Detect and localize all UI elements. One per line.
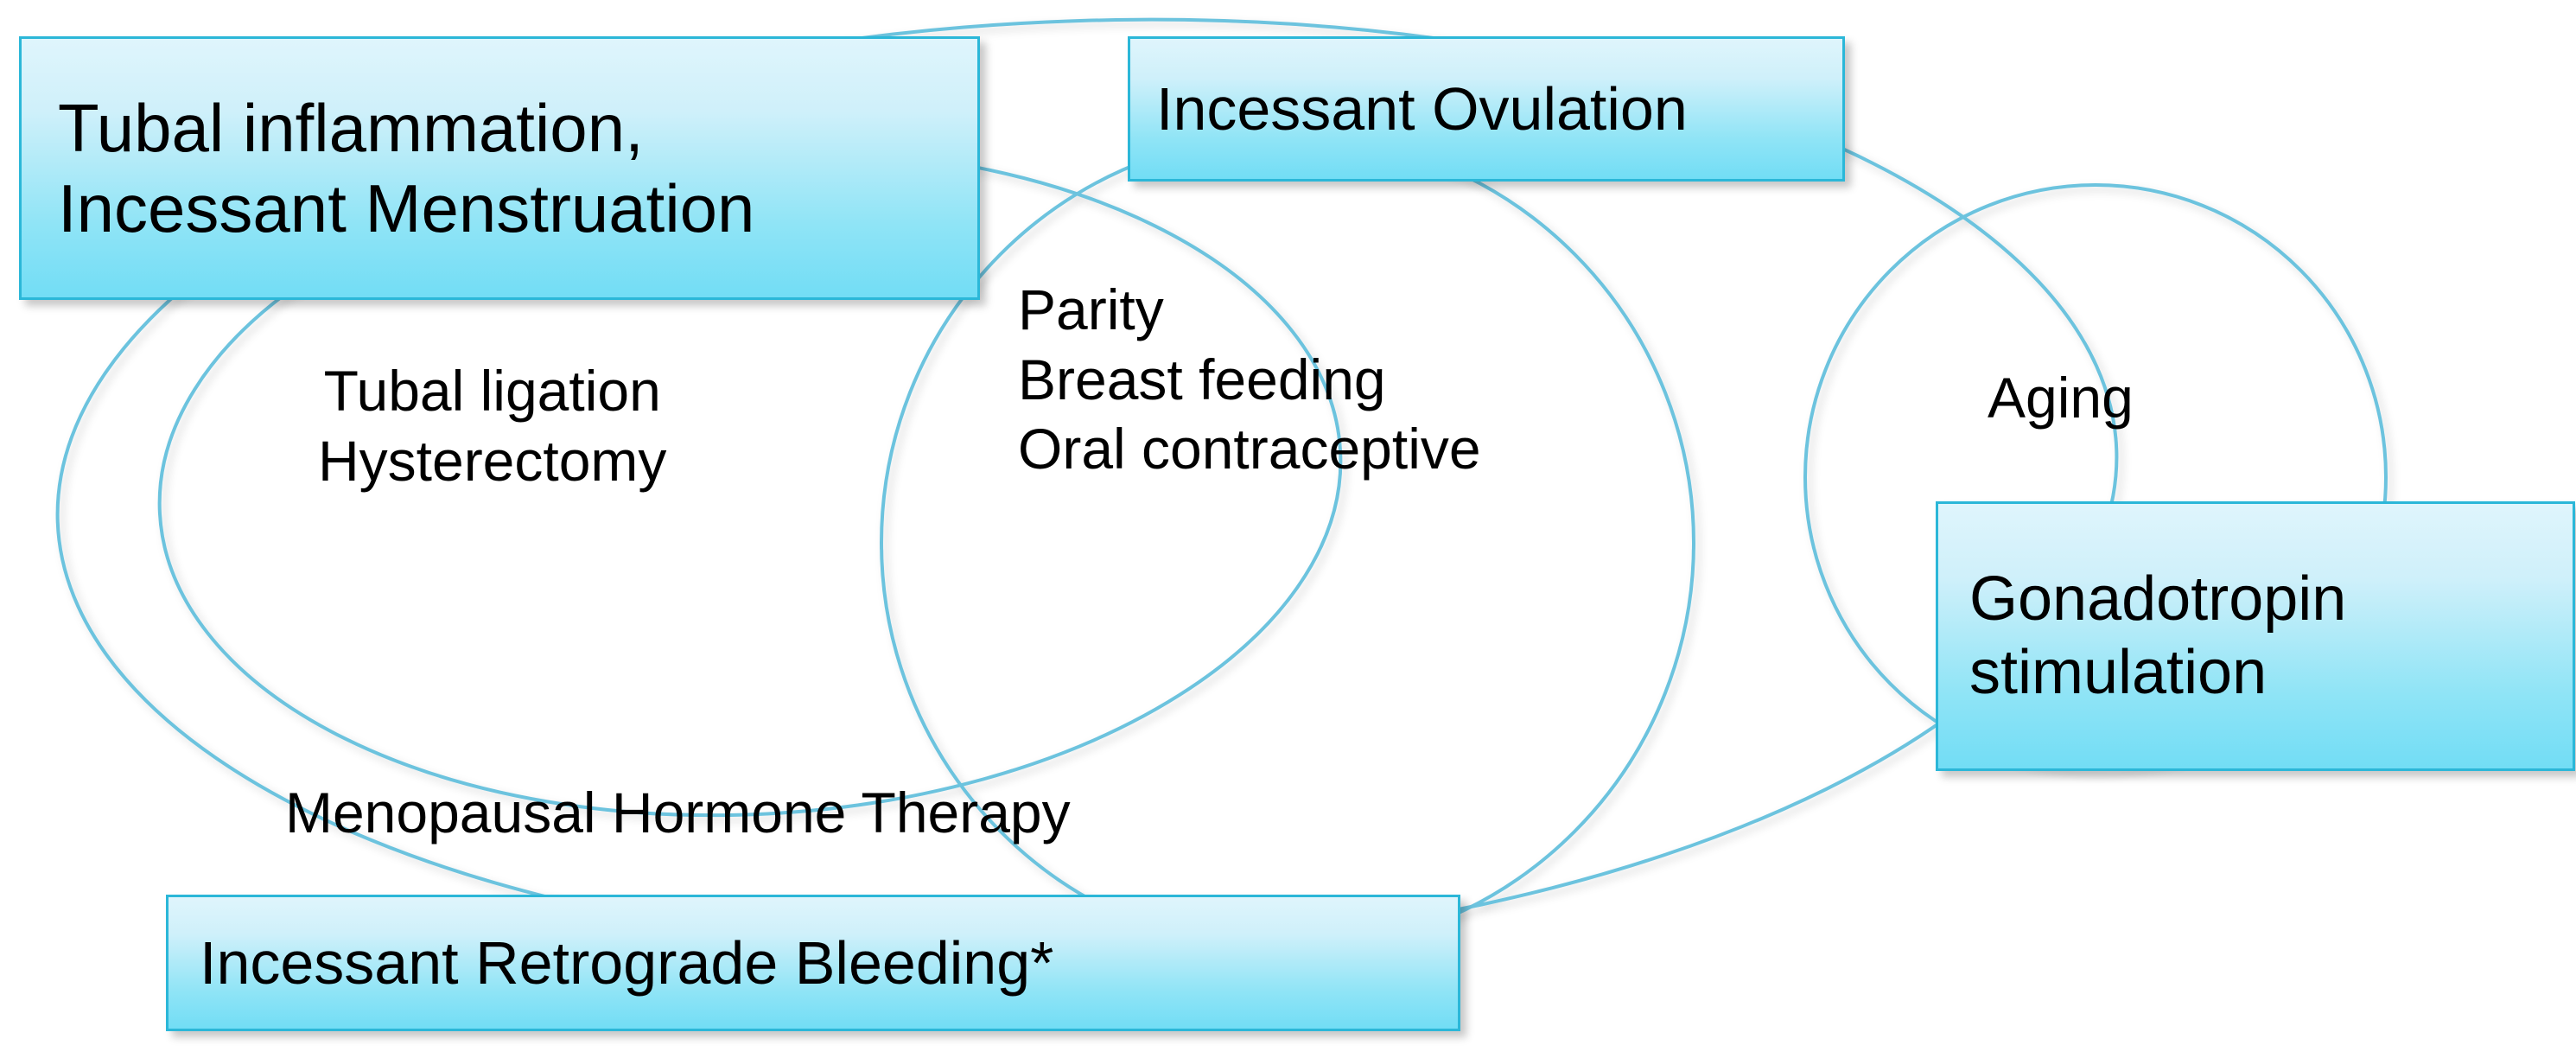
- box-incessant-ovulation[interactable]: Incessant Ovulation: [1128, 36, 1845, 182]
- box-line-incessant-ovulation: Incessant Ovulation: [1156, 74, 1688, 143]
- box-gonadotropin-stimulation[interactable]: Gonadotropin stimulation: [1936, 501, 2575, 771]
- label-aging: Aging: [1988, 363, 2134, 433]
- box-tubal-inflammation-incessant-menstruation[interactable]: Tubal inflammation, Incessant Menstruati…: [19, 36, 980, 300]
- label-line-breast-feeding: Breast feeding: [1018, 347, 1386, 411]
- box-line-stimulation: stimulation: [1969, 638, 2268, 707]
- box-line-tubal-inflammation: Tubal inflammation,: [58, 90, 644, 167]
- box-incessant-retrograde-bleeding[interactable]: Incessant Retrograde Bleeding*: [166, 895, 1460, 1031]
- label-ovulation-protective-factors: Parity Breast feeding Oral contraceptive: [1018, 275, 1481, 484]
- box-line-incessant-retrograde-bleeding: Incessant Retrograde Bleeding*: [200, 928, 1054, 997]
- label-line-parity: Parity: [1018, 277, 1164, 341]
- label-line-menopausal-hormone-therapy: Menopausal Hormone Therapy: [285, 781, 1071, 844]
- label-menopausal-hormone-therapy: Menopausal Hormone Therapy: [285, 778, 1071, 848]
- label-line-aging: Aging: [1988, 366, 2134, 430]
- label-line-tubal-ligation: Tubal ligation: [323, 359, 661, 423]
- label-line-hysterectomy: Hysterectomy: [318, 428, 667, 493]
- label-tubal-ligation-hysterectomy: Tubal ligation Hysterectomy: [318, 356, 666, 495]
- box-line-gonadotropin: Gonadotropin: [1969, 564, 2347, 634]
- box-line-incessant-menstruation: Incessant Menstruation: [58, 169, 755, 246]
- label-line-oral-contraceptive: Oral contraceptive: [1018, 417, 1481, 481]
